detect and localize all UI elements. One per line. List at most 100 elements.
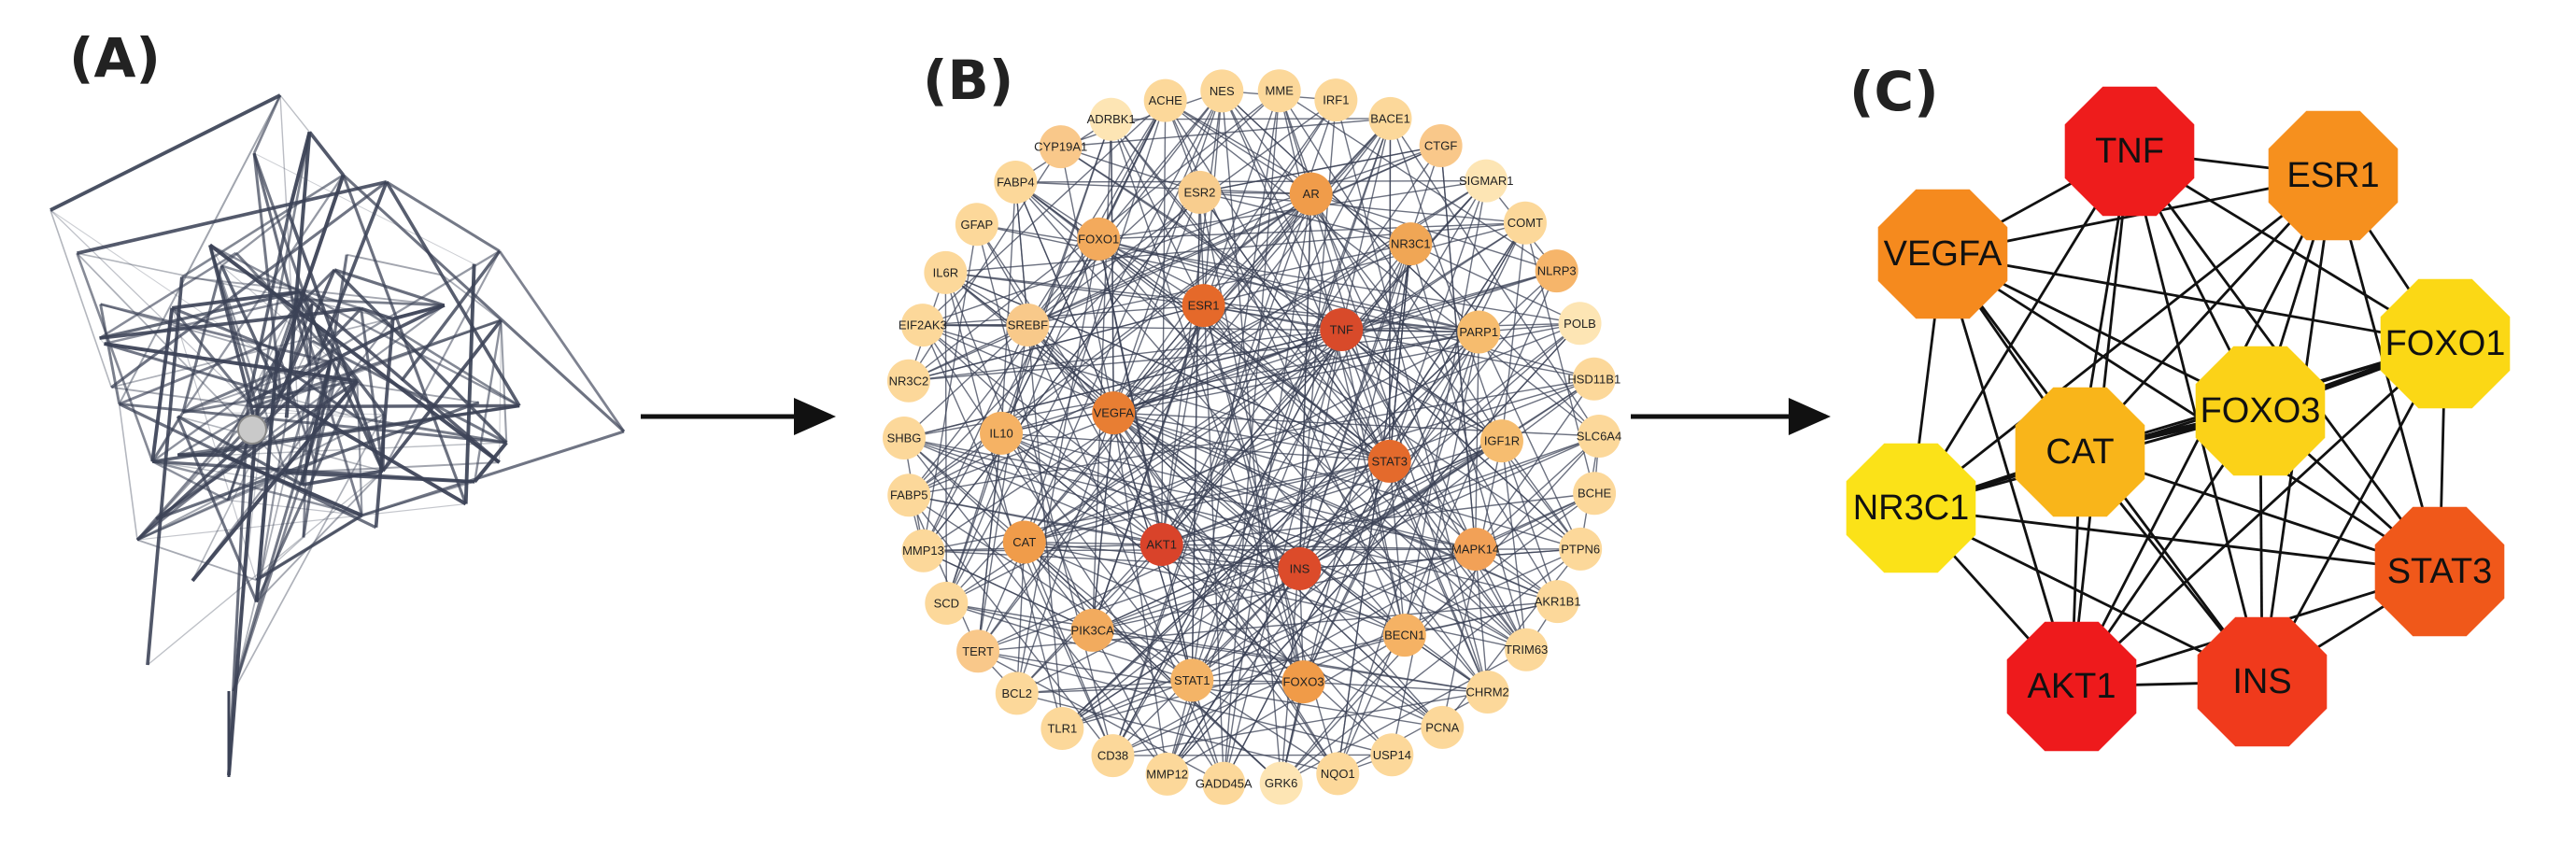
network-a-edge — [99, 304, 121, 404]
network-b-edge — [1060, 146, 1200, 193]
network-b-node-label: COMT — [1507, 216, 1543, 230]
network-b-node: ESR1 — [1182, 284, 1225, 328]
network-c-node-label: INS — [2232, 662, 2291, 701]
network-b-edge — [1337, 691, 1489, 774]
network-b-node: FABP4 — [994, 160, 1038, 204]
network-b-node: SIGMAR1 — [1459, 159, 1513, 203]
network-b-edge — [1111, 329, 1342, 756]
panel-label-c: (C) — [1849, 60, 1939, 123]
network-b-node: CD38 — [1091, 734, 1135, 778]
network-b-node-label: POLB — [1564, 317, 1596, 331]
network-b-edge — [1026, 324, 1224, 784]
network-b-node-label: STAT1 — [1174, 673, 1210, 687]
network-b-node: MMP13 — [901, 529, 945, 572]
network-a-edge — [463, 263, 476, 504]
network-b-node-label: CYP19A1 — [1034, 140, 1087, 154]
network-b-node: FABP5 — [887, 473, 931, 517]
network-b-node-label: FABP5 — [890, 488, 927, 502]
network-b-node-circle — [1316, 752, 1360, 796]
network-a-edge — [298, 290, 385, 473]
network-a-edge — [136, 502, 466, 541]
network-b-edge — [1167, 222, 1526, 775]
network-b-edge — [1160, 100, 1167, 545]
network-c-node: VEGFA — [1877, 189, 2008, 319]
network-b-node-label: EIF2AK3 — [899, 318, 947, 332]
network-a-edge — [441, 274, 502, 321]
network-b-node-label: USP14 — [1373, 748, 1411, 762]
network-b-edge — [1161, 544, 1443, 728]
network-b-edge — [1112, 191, 1201, 414]
network-b-edge — [1389, 118, 1600, 437]
network-a-edge — [385, 180, 521, 407]
network-b-edge — [922, 324, 1029, 552]
network-a-edge — [50, 93, 281, 212]
network-b-edge — [903, 437, 1476, 550]
network-b-node-label: TNF — [1330, 323, 1353, 337]
network-b-edge — [922, 145, 1441, 326]
network-c-edge — [1910, 506, 2441, 573]
network-a-edge — [474, 319, 502, 482]
network-a-edge — [381, 250, 501, 472]
network-b-node-label: MMP12 — [1146, 767, 1188, 781]
network-b-node: NES — [1200, 69, 1244, 113]
network-c-edge — [1941, 253, 2074, 687]
network-b-edge — [1199, 191, 1526, 224]
network-b-edge — [922, 324, 1224, 784]
network-b-edge — [1340, 329, 1477, 550]
network-b-edge — [908, 494, 979, 652]
network-b-node: STAT3 — [1367, 439, 1411, 483]
network-a-edge — [307, 131, 345, 177]
network-b-edge — [1389, 222, 1526, 462]
network-b-node-circle — [1070, 608, 1114, 652]
network-b-edge — [1024, 541, 1527, 651]
network-b-node-circle — [924, 250, 968, 294]
network-b-edge — [1061, 440, 1503, 729]
network-b-node-label: PTPN6 — [1561, 542, 1600, 556]
network-b-node-label: NLRP3 — [1537, 264, 1577, 278]
network-b-edge — [1024, 541, 1193, 681]
network-a-edge — [342, 174, 626, 433]
panel-label-b: (B) — [923, 49, 1014, 112]
network-b-edge — [908, 145, 1441, 382]
network-b-node: EIF2AK3 — [899, 304, 947, 347]
network-b-edge — [1026, 324, 1300, 570]
network-b-edge — [1015, 181, 1311, 195]
network-b-node-circle — [1320, 308, 1364, 352]
network-c-node-label: TNF — [2095, 132, 2164, 171]
network-b-edge — [1000, 193, 1312, 434]
network-a-edge — [181, 265, 223, 414]
network-b-edge — [1061, 322, 1580, 729]
network-a-edge — [221, 442, 507, 457]
network-b-node-label: AKT1 — [1146, 537, 1177, 551]
network-b-edge — [1337, 332, 1479, 774]
network-b-node: STAT1 — [1170, 658, 1214, 702]
network-b-node-circle — [1077, 217, 1121, 261]
network-a-edge — [253, 152, 474, 265]
network-b-edge — [1298, 322, 1580, 570]
network-b-edge — [945, 272, 1204, 306]
network-b-edge — [922, 324, 1558, 602]
network-b-node-label: ESR2 — [1183, 185, 1215, 199]
network-b-node-label: NES — [1210, 84, 1235, 98]
network-b-node-circle — [980, 411, 1024, 455]
network-b-edge — [1016, 692, 1338, 775]
network-c-node-octagon — [2380, 278, 2511, 409]
network-b-node-circle — [1039, 125, 1083, 169]
network-a-edge — [400, 249, 502, 382]
network-b-node-circle — [1006, 303, 1050, 346]
network-b-edge — [1203, 304, 1594, 380]
network-b-edge — [1000, 432, 1406, 636]
network-b-edge — [1016, 542, 1026, 694]
network-b-node-circle — [1089, 97, 1133, 141]
network-a-edge — [302, 254, 348, 538]
network-a-edge — [50, 209, 113, 388]
network-b-edge — [1024, 541, 1162, 545]
network-a-edge — [381, 318, 502, 473]
network-c-node-octagon — [2006, 621, 2137, 752]
network-b-node: PCNA — [1421, 705, 1465, 749]
network-b-edge — [1024, 193, 1312, 543]
network-b-node-circle — [1558, 302, 1602, 346]
network-b-node-label: FABP4 — [997, 175, 1034, 189]
network-b-edge — [922, 304, 1204, 326]
network-b-node-circle — [1503, 201, 1547, 245]
